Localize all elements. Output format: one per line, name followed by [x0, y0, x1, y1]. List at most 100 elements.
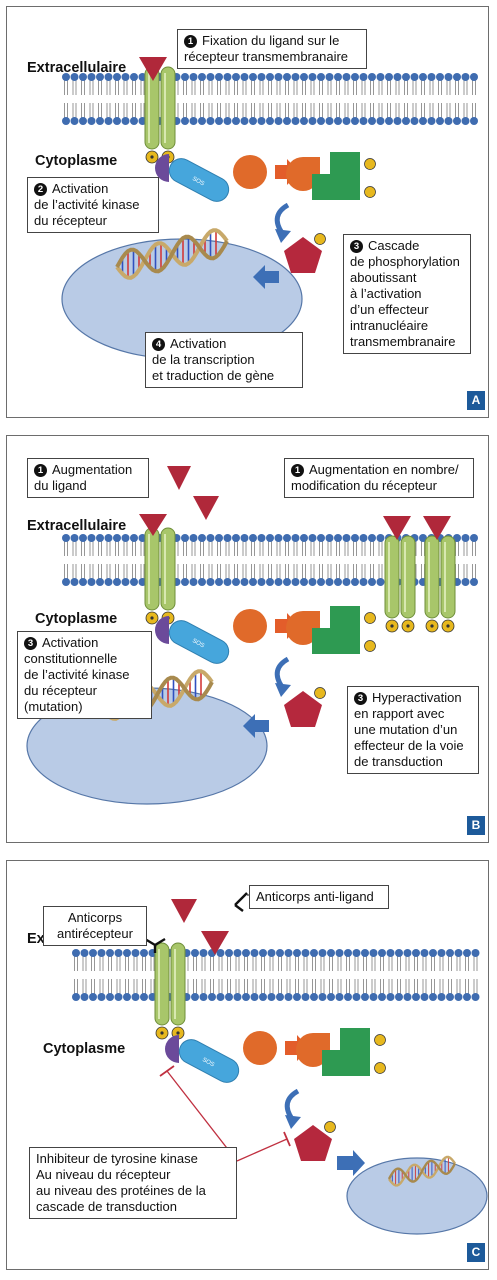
- ras-active: [286, 157, 320, 191]
- receptor: [144, 527, 176, 625]
- step2-line: du récepteur: [34, 213, 107, 228]
- ligand-triangle: [201, 931, 229, 955]
- nucleus-arrow: [253, 265, 279, 289]
- sos-protein: SOS: [165, 1035, 240, 1083]
- step-number: 4: [152, 338, 165, 351]
- effector-pentagon: [294, 1125, 332, 1161]
- step3-line: d’un effecteur: [350, 302, 429, 317]
- anti-ligand-antibody: [234, 892, 248, 912]
- extracellular-label: Extracellulaire: [27, 518, 127, 534]
- ras-circle: [243, 1031, 277, 1065]
- step3-hyperactivation-box: 3 Hyperactivation en rapport avec une mut…: [347, 686, 479, 774]
- step1-box: 1 Fixation du ligand sur le récepteur tra…: [177, 29, 367, 69]
- step-line: constitutionnelle: [24, 651, 118, 666]
- inhibitor-box: Inhibiteur de tyrosine kinase Au niveau …: [29, 1147, 237, 1219]
- step-line: Hyperactivation: [372, 690, 462, 705]
- step-number: 1: [34, 464, 47, 477]
- panel-b: SOS Extracellulaire Cytoplasme 1 Augmenta…: [6, 435, 489, 843]
- step1-line: récepteur transmembranaire: [184, 49, 349, 64]
- ras-active: [286, 611, 320, 645]
- panel-letter-a: A: [467, 391, 485, 410]
- cell-membrane: [62, 534, 478, 586]
- step-line: Augmentation: [52, 462, 133, 477]
- nucleus: [346, 1157, 488, 1235]
- effector-protein: [312, 606, 376, 654]
- step-line: de transduction: [354, 754, 443, 769]
- step4-line: et traduction de gène: [152, 368, 275, 383]
- ligand-triangle: [139, 57, 167, 81]
- receptor: [154, 942, 186, 1040]
- curved-arrow: [284, 1088, 300, 1121]
- svg-text:SOS: SOS: [201, 1057, 215, 1068]
- inhibition-line-cascade: [236, 1138, 288, 1162]
- inhibitor-line: cascade de transduction: [36, 1199, 177, 1214]
- step3-line: aboutissant: [350, 270, 417, 285]
- ras-active: [296, 1033, 330, 1067]
- step-number: 1: [184, 35, 197, 48]
- sos-protein: SOS: [155, 616, 230, 664]
- panel-c: SOS Extracellulaire Cytoplasme Anticorps…: [6, 860, 489, 1270]
- anti-receptor-antibody: [144, 937, 166, 953]
- ligand-triangle: [423, 516, 451, 540]
- step3-line: transmembranaire: [350, 334, 456, 349]
- step1-line: Fixation du ligand sur le: [202, 33, 340, 48]
- ras-circle: [233, 155, 267, 189]
- step3-line: Cascade: [368, 238, 420, 253]
- step1-ligand-box: 1 Augmentation du ligand: [27, 458, 149, 498]
- step-line: modification du récepteur: [291, 478, 437, 493]
- step3-line: intranucléaire: [350, 318, 429, 333]
- sos-protein: SOS: [155, 154, 230, 202]
- svg-text:SOS: SOS: [191, 638, 205, 649]
- step2-line: Activation: [52, 181, 109, 196]
- panel-letter-b: B: [467, 816, 485, 835]
- step-line: Activation: [42, 635, 99, 650]
- cell-membrane: [72, 949, 480, 1001]
- ligand-triangle: [193, 496, 219, 520]
- receptor: [144, 66, 176, 164]
- step-line: (mutation): [24, 699, 83, 714]
- ligand-triangle: [167, 466, 191, 490]
- step-line: en rapport avec: [354, 706, 445, 721]
- nucleus-arrow: [337, 1150, 365, 1176]
- step4-line: Activation: [170, 336, 227, 351]
- dna-helix: [387, 1155, 457, 1187]
- anti-receptor-line: antirécepteur: [57, 926, 133, 941]
- step-line: une mutation d’un: [354, 722, 458, 737]
- step-number: 3: [354, 692, 367, 705]
- inhibitor-line: Au niveau du récepteur: [36, 1167, 171, 1182]
- step-number: 3: [24, 637, 37, 650]
- receptor: [384, 535, 416, 633]
- anti-receptor-box: Anticorps antirécepteur: [43, 906, 147, 946]
- step4-box: 4 Activation de la transcription et tradu…: [145, 332, 303, 388]
- step4-line: de la transcription: [152, 352, 255, 367]
- dna-helix: [115, 228, 229, 280]
- step1-receptor-box: 1 Augmentation en nombre/ modification du…: [284, 458, 474, 498]
- effector-protein: [322, 1028, 386, 1076]
- nucleus-arrow: [243, 714, 269, 738]
- step-line: du ligand: [34, 478, 87, 493]
- cytoplasm-label: Cytoplasme: [35, 611, 118, 627]
- step-number: 1: [291, 464, 304, 477]
- inhibitor-line: au niveau des protéines de la: [36, 1183, 206, 1198]
- step3-line: de phosphorylation: [350, 254, 460, 269]
- step-line: effecteur de la voie: [354, 738, 464, 753]
- panel-c-illustration: SOS: [72, 892, 488, 1235]
- ligand-triangle: [383, 516, 411, 540]
- anti-ligand-label: Anticorps anti-ligand: [256, 889, 374, 904]
- inhibition-line-receptor: [166, 1070, 238, 1162]
- cell-membrane: [62, 73, 478, 125]
- panel-letter-c: C: [467, 1243, 485, 1262]
- effector-pentagon: [284, 237, 322, 273]
- anti-receptor-line: Anticorps: [67, 910, 123, 925]
- step-line: du récepteur: [24, 683, 97, 698]
- anti-ligand-box: Anticorps anti-ligand: [249, 885, 389, 909]
- cytoplasm-label: Cytoplasme: [43, 1041, 126, 1057]
- step-number: 2: [34, 183, 47, 196]
- cytoplasm-label: Cytoplasme: [35, 153, 118, 169]
- ras-circle: [233, 609, 267, 643]
- step-line: Augmentation en nombre/: [309, 462, 459, 477]
- svg-text:SOS: SOS: [191, 176, 205, 187]
